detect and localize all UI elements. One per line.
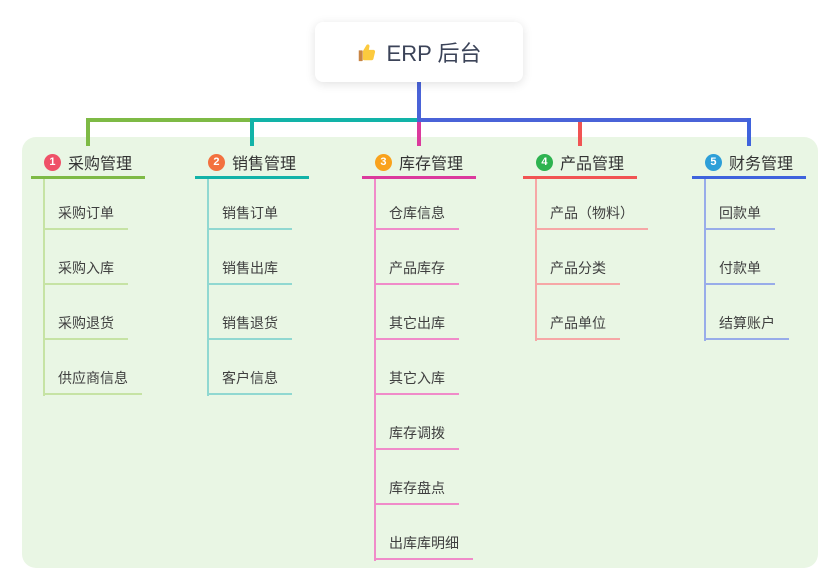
branch-node[interactable]: 1 采购管理 [31, 150, 145, 179]
child-node[interactable]: 产品单位 [535, 313, 620, 340]
child-node[interactable]: 库存盘点 [374, 478, 459, 505]
connector-line [417, 80, 421, 122]
branch-children-line [704, 179, 706, 341]
connector-line [86, 118, 90, 146]
connector-line [417, 118, 751, 122]
connector-line [250, 118, 254, 146]
branch-children-line [43, 179, 45, 396]
connector-line [86, 118, 254, 122]
child-node[interactable]: 仓库信息 [374, 203, 459, 230]
branch-children-line [374, 179, 376, 561]
branch-node[interactable]: 3 库存管理 [362, 150, 476, 179]
child-node[interactable]: 付款单 [704, 258, 775, 285]
branch-number-badge: 4 [535, 153, 553, 171]
child-node[interactable]: 产品分类 [535, 258, 620, 285]
branch-node[interactable]: 5 财务管理 [692, 150, 806, 179]
root-node[interactable]: ERP 后台 [315, 22, 523, 82]
child-node[interactable]: 采购订单 [43, 203, 128, 230]
connector-line [578, 122, 582, 146]
branch-number-badge: 1 [43, 153, 61, 171]
child-node[interactable]: 其它入库 [374, 368, 459, 395]
child-node[interactable]: 其它出库 [374, 313, 459, 340]
branch-label: 产品管理 [559, 156, 624, 173]
connector-line [250, 118, 419, 122]
root-label: ERP 后台 [386, 41, 482, 66]
thumbs-up-icon [357, 42, 378, 63]
child-node[interactable]: 采购入库 [43, 258, 128, 285]
child-node[interactable]: 客户信息 [207, 368, 292, 395]
branch-label: 财务管理 [728, 156, 793, 173]
branch-label: 销售管理 [231, 156, 296, 173]
connector-line [417, 122, 421, 146]
branch-number-badge: 3 [374, 153, 392, 171]
child-node[interactable]: 回款单 [704, 203, 775, 230]
branches-panel [22, 137, 818, 568]
child-node[interactable]: 销售出库 [207, 258, 292, 285]
branch-label: 采购管理 [67, 156, 132, 173]
child-node[interactable]: 销售订单 [207, 203, 292, 230]
branch-node[interactable]: 2 销售管理 [195, 150, 309, 179]
child-node[interactable]: 出库库明细 [374, 533, 473, 560]
branch-number-badge: 5 [704, 153, 722, 171]
child-node[interactable]: 供应商信息 [43, 368, 142, 395]
child-node[interactable]: 产品（物料） [535, 203, 648, 230]
branch-children-line [207, 179, 209, 396]
branch-children-line [535, 179, 537, 341]
child-node[interactable]: 产品库存 [374, 258, 459, 285]
connector-line [747, 118, 751, 146]
branch-node[interactable]: 4 产品管理 [523, 150, 637, 179]
child-node[interactable]: 结算账户 [704, 313, 789, 340]
child-node[interactable]: 采购退货 [43, 313, 128, 340]
child-node[interactable]: 库存调拨 [374, 423, 459, 450]
child-node[interactable]: 销售退货 [207, 313, 292, 340]
branch-number-badge: 2 [207, 153, 225, 171]
branch-label: 库存管理 [398, 156, 463, 173]
